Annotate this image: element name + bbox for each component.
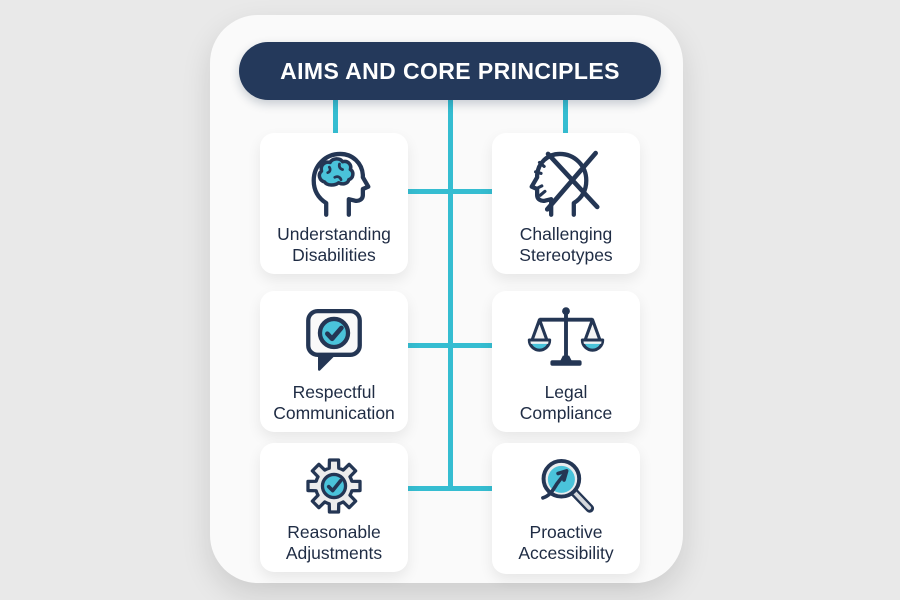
gear-check-icon xyxy=(301,453,367,519)
speech-bubble-check-icon xyxy=(295,301,373,379)
card-legal-compliance: Legal Compliance xyxy=(492,291,640,432)
card-understanding-disabilities: Understanding Disabilities xyxy=(260,133,408,274)
scales-of-justice-icon xyxy=(527,301,605,379)
diagram-title: AIMS AND CORE PRINCIPLES xyxy=(280,57,620,84)
card-reasonable-adjustments: Reasonable Adjustments xyxy=(260,443,408,572)
card-label: Proactive Accessibility xyxy=(518,522,614,564)
connector-horizontal-row1 xyxy=(408,189,492,194)
connector-horizontal-row3 xyxy=(408,486,492,491)
crossed-out-head-icon xyxy=(527,143,605,221)
card-label: Legal Compliance xyxy=(519,382,613,424)
card-challenging-stereotypes: Challenging Stereotypes xyxy=(492,133,640,274)
card-respectful-communication: Respectful Communication xyxy=(260,291,408,432)
magnifier-arrow-icon xyxy=(533,453,599,519)
card-label: Understanding Disabilities xyxy=(277,224,391,266)
card-label: Reasonable Adjustments xyxy=(285,522,383,564)
card-proactive-accessibility: Proactive Accessibility xyxy=(492,443,640,574)
connector-horizontal-row2 xyxy=(408,343,492,348)
connector-vertical-left xyxy=(333,100,338,134)
connector-vertical-center xyxy=(448,100,453,491)
head-brain-icon xyxy=(295,143,373,221)
card-label: Challenging Stereotypes xyxy=(519,224,613,266)
connector-vertical-right xyxy=(563,100,568,134)
diagram-title-banner: AIMS AND CORE PRINCIPLES xyxy=(239,42,661,100)
card-label: Respectful Communication xyxy=(273,382,395,424)
